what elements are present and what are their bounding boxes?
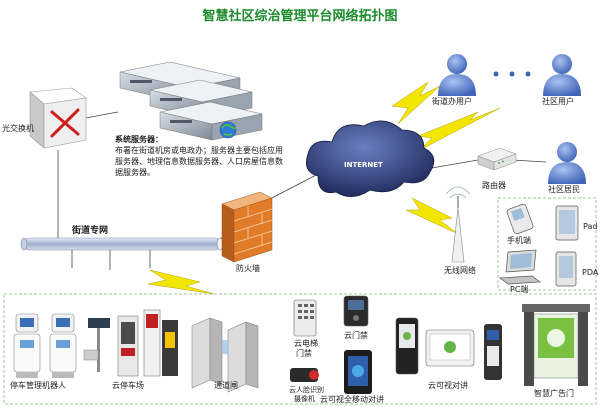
dot <box>493 71 499 77</box>
elevator-access-label-1: 云电梯 <box>294 339 318 348</box>
server-description: 系统服务器： 布署在街道机房或电政办；服务器主要包括应用服务器、地理信息数据服务… <box>115 134 285 178</box>
elevator-access-icon <box>293 299 317 337</box>
mobile-intercom-label: 云可视全移动对讲 <box>320 395 384 404</box>
user-dots <box>493 71 531 77</box>
devices-group-box <box>3 293 597 405</box>
face-camera-label-1: 云人脸识别 <box>289 386 324 394</box>
community-user-icon <box>543 54 581 96</box>
router-to-resident-line <box>511 159 547 163</box>
laptop-icon <box>499 249 541 285</box>
mobile-label: 手机端 <box>507 236 531 245</box>
parking-robot-label: 停车管理机器人 <box>10 381 66 390</box>
parking-robot-icon <box>13 313 77 378</box>
wireless-label: 无线网络 <box>444 266 476 275</box>
face-camera-label-2: 摄像机 <box>294 395 315 403</box>
pda-label: PDA <box>582 268 599 277</box>
network-bus <box>20 237 224 251</box>
community-user-label: 社区用户 <box>542 97 574 106</box>
pda-icon <box>555 251 577 287</box>
internet-cloud-icon <box>305 120 435 197</box>
mobile-phone-icon <box>506 203 534 235</box>
bolt-devices <box>147 269 215 295</box>
street-user-label: 街道办用户 <box>432 97 472 106</box>
bolt-wireless <box>405 197 459 235</box>
gate-label: 通道闸 <box>214 381 238 390</box>
street-user-icon <box>438 54 476 96</box>
cloud-parking-label: 云停车场 <box>112 381 144 390</box>
optical-switch-icon <box>29 87 87 149</box>
router-icon <box>477 147 517 171</box>
firewall-to-internet-line <box>267 171 323 201</box>
cloud-access-label: 云门禁 <box>344 331 368 340</box>
wireless-antenna-icon <box>445 186 471 263</box>
pc-label: PC端 <box>510 285 529 294</box>
face-camera-icon <box>290 368 319 382</box>
internet-label: INTERNET <box>344 161 383 169</box>
video-intercom-icon <box>395 317 502 380</box>
wireless-bolts <box>147 81 501 295</box>
cloud-parking-icon <box>83 309 178 377</box>
server-body: 布署在街道机房或电政办；服务器主要包括应用服务器、地理信息数据服务器、人口房屋信… <box>115 146 283 177</box>
firewall-label: 防火墙 <box>236 264 260 273</box>
pad-label: Pad <box>583 222 598 231</box>
ad-gate-label: 智慧广告门 <box>534 389 574 398</box>
turnstile-gate-icon <box>191 317 259 393</box>
elevator-access-label-2: 门禁 <box>296 349 312 358</box>
dot <box>509 71 515 77</box>
street-network-label: 街道专网 <box>72 226 109 236</box>
cloud-access-icon <box>343 295 369 327</box>
dot <box>525 71 531 77</box>
server-rack-icon <box>119 61 263 141</box>
router-label: 路由器 <box>482 181 506 190</box>
resident-icon <box>548 142 586 184</box>
pad-icon <box>555 205 579 241</box>
resident-label: 社区居民 <box>548 185 580 194</box>
firewall-icon <box>221 191 273 263</box>
bolt-community-user <box>417 107 501 151</box>
mobile-intercom-icon <box>344 350 372 394</box>
optical-switch-label: 光交换机 <box>2 124 34 133</box>
video-intercom-label: 云可视对讲 <box>428 381 468 390</box>
smart-ad-gate-icon <box>522 304 590 386</box>
diagram-title: 智慧社区综治管理平台网络拓扑图 <box>202 9 398 24</box>
server-to-switch-line <box>85 111 119 119</box>
server-heading: 系统服务器： <box>115 135 163 144</box>
